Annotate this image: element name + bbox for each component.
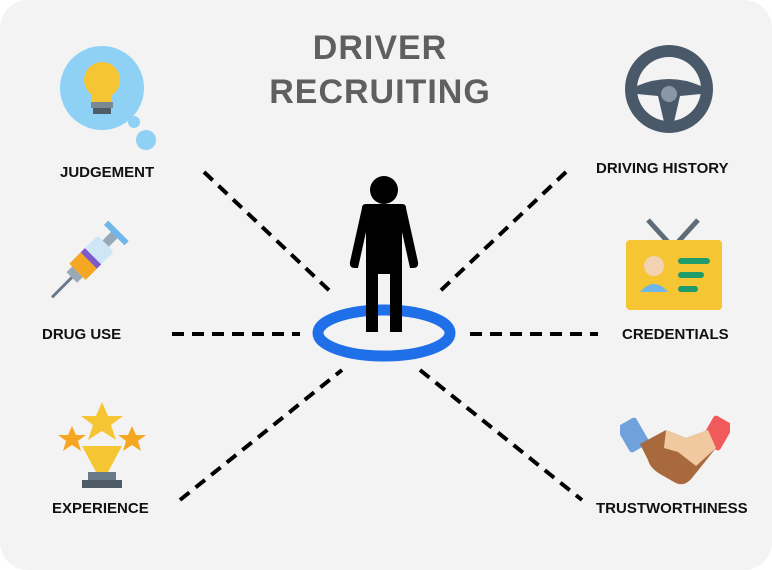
handshake-icon bbox=[620, 415, 730, 485]
factor-label-experience: EXPERIENCE bbox=[52, 500, 149, 517]
diagram-title: DRIVER RECRUITING bbox=[230, 26, 530, 114]
connector-trustworthiness bbox=[418, 368, 584, 502]
factor-label-judgement: JUDGEMENT bbox=[60, 164, 155, 181]
factor-label-driving-history: DRIVING HISTORY bbox=[596, 160, 729, 177]
lightbulb-thought-icon bbox=[60, 46, 156, 150]
connector-experience bbox=[178, 368, 344, 502]
factor-label-credentials: CREDENTIALS bbox=[622, 326, 729, 343]
connector-driving-history bbox=[435, 170, 568, 296]
syringe-icon bbox=[50, 220, 129, 299]
id-badge-icon bbox=[626, 218, 722, 310]
person-on-ring-icon bbox=[312, 176, 456, 362]
steering-wheel-icon bbox=[625, 45, 713, 133]
connector-judgement bbox=[202, 170, 335, 296]
factor-label-drug-use: DRUG USE bbox=[42, 326, 122, 343]
star-trophy-icon bbox=[58, 402, 146, 488]
title-line-1: DRIVER bbox=[312, 29, 448, 67]
title-line-2: RECRUITING bbox=[269, 73, 491, 111]
factor-label-trustworthiness: TRUSTWORTHINESS bbox=[596, 500, 748, 517]
